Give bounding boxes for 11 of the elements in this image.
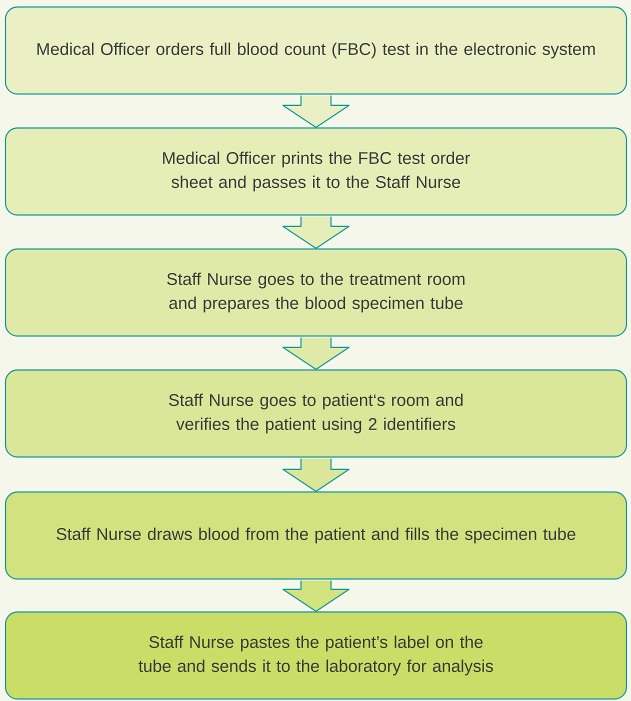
block-arrow: [282, 580, 350, 612]
block-arrow: [282, 337, 350, 370]
process-box: Staff Nurse draws blood from the patient and fills the specimen tube: [4, 491, 628, 580]
block-arrow: [282, 95, 350, 128]
process-box: Medical Officer prints the FBC test order sheet and passes it to the Staff Nurse: [4, 127, 628, 216]
block-arrow: [282, 216, 350, 249]
block-arrow: [282, 458, 350, 492]
process-box: Staff Nurse goes to patient‘s room and verifies the patient using 2 identifiers: [4, 369, 628, 458]
process-box: Staff Nurse goes to the treatment room and prepares the blood specimen tube: [4, 248, 628, 337]
process-box: Medical Officer orders full blood count (FBC) test in the electronic system: [4, 6, 628, 95]
process-box: Staff Nurse pastes the patient’s label on the tube and sends it to the laboratory for analysis: [4, 611, 628, 700]
